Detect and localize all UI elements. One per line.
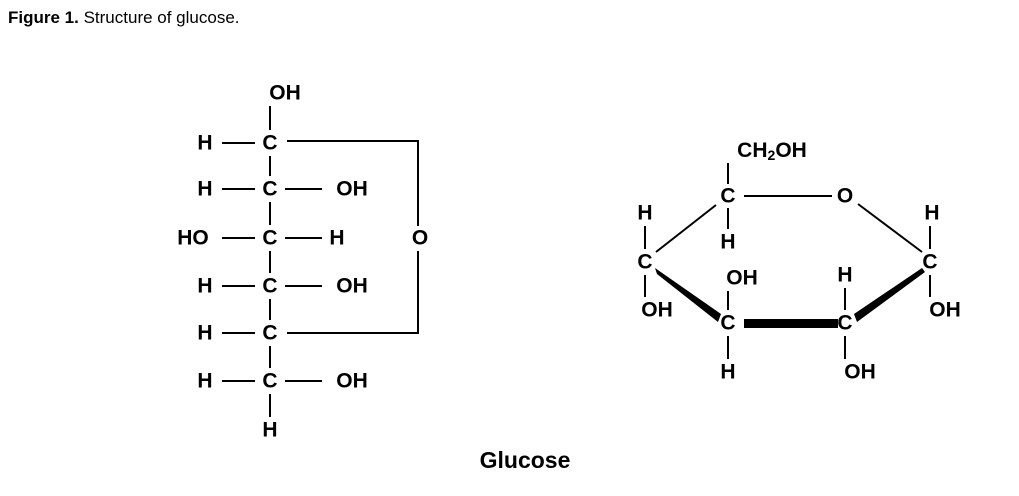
atom-label: OH [336,275,368,298]
atom-label: H [197,275,212,298]
ring-bond [287,251,419,334]
atom-label: C [922,251,937,274]
atom-label: H [720,361,735,384]
bond [857,203,923,253]
wedge-bond [655,268,721,322]
atom-label: C [720,312,735,335]
atom-label: H [720,231,735,254]
atom-label: OH [929,299,961,322]
linear-cyclic-structure: OH H C H C OH HO C H H C OH H C H C OH H… [177,82,428,442]
haworth-ring-structure: CH2OH C O H H C OH H C OH OH C H H C OH [637,139,960,384]
atom-label: H [329,227,344,250]
figure-title: Glucose [480,447,571,473]
atom-label: C [262,370,277,393]
atom-label: C [837,312,852,335]
atom-label: HO [177,227,209,250]
atom-label: OH [336,370,368,393]
figure-caption: Figure 1. Structure of glucose. [8,8,240,28]
atom-label: C [262,275,277,298]
atom-label: C [262,322,277,345]
atom-label: OH [336,178,368,201]
wedge-bond [854,268,925,322]
atom-label: H [197,132,212,155]
atom-label: H [837,264,852,287]
atom-label: C [262,132,277,155]
atom-label: H [197,178,212,201]
bond [655,204,717,253]
figure-label: Figure 1. [8,8,79,27]
atom-label: H [197,370,212,393]
atom-label: OH [269,82,301,105]
atom-label: H [924,202,939,225]
atom-label: OH [844,361,876,384]
atom-label: O [412,227,428,250]
atom-label: O [837,185,853,208]
atom-label: H [262,419,277,442]
atom-label: OH [641,299,673,322]
figure-caption-text: Structure of glucose. [78,8,240,27]
atom-label: C [262,178,277,201]
atom-label: OH [726,267,758,290]
atom-label: H [197,322,212,345]
bold-bond [744,319,838,328]
atom-label: C [720,185,735,208]
ring-bond [287,140,419,226]
atom-label: C [637,251,652,274]
atom-label: C [262,227,277,250]
ch2oh-label: CH2OH [737,139,807,164]
atom-label: H [637,202,652,225]
